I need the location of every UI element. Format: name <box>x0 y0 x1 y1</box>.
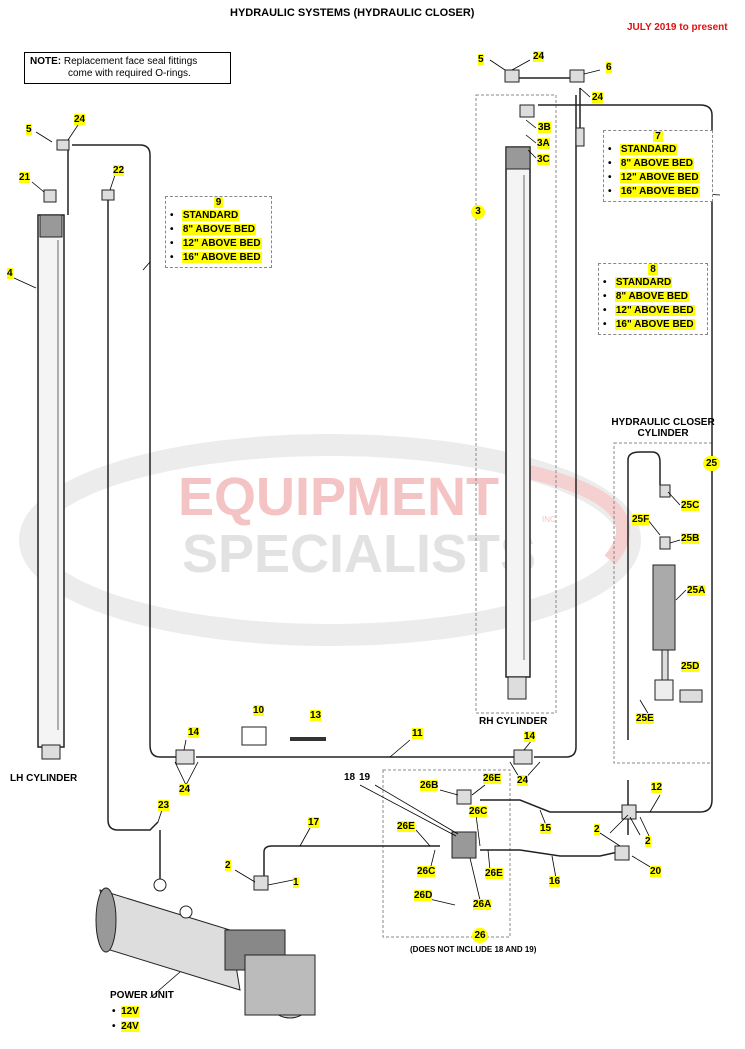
callout-3a: 3A <box>537 138 550 149</box>
callout-2-power: 2 <box>225 860 231 871</box>
option-box-7: 7 • STANDARD • 8" ABOVE BED • 12" ABOVE … <box>603 130 713 202</box>
callout-14-right: 14 <box>524 731 536 742</box>
callout-3: 3 <box>471 205 485 219</box>
option-7-16in: 16" ABOVE BED <box>619 186 700 197</box>
callout-11: 11 <box>412 728 423 739</box>
callout-5-lh: 5 <box>26 124 32 135</box>
callout-3b: 3B <box>538 122 551 133</box>
callout-10: 10 <box>253 705 265 716</box>
option-7-8in: 8" ABOVE BED <box>619 158 695 169</box>
callout-22: 22 <box>113 165 125 176</box>
callout-26b: 26B <box>420 780 439 791</box>
callout-16: 16 <box>549 876 561 887</box>
callout-24-rh-side: 24 <box>592 92 604 103</box>
closer-cylinder <box>652 564 703 703</box>
option-8-12in: 12" ABOVE BED <box>614 305 695 316</box>
option-8-8in: 8" ABOVE BED <box>614 291 690 302</box>
callout-2-right: 2 <box>645 836 651 847</box>
date-range: JULY 2019 to present <box>627 22 728 33</box>
fittings <box>43 69 671 891</box>
rh-cylinder <box>505 146 531 700</box>
callout-2-mid: 2 <box>594 824 600 835</box>
callout-25: 25 <box>703 456 720 471</box>
callout-26d: 26D <box>414 890 433 901</box>
callout-23: 23 <box>158 800 170 811</box>
part-13 <box>290 737 326 741</box>
lh-cylinder <box>37 214 65 760</box>
option-8-standard: STANDARD <box>614 277 673 288</box>
closer-title: HYDRAULIC CLOSER CYLINDER <box>607 417 719 439</box>
callout-26a: 26A <box>473 899 492 910</box>
callout-19: 19 <box>359 772 371 783</box>
callout-24-right: 24 <box>517 775 529 786</box>
option-box-9: 9 • STANDARD • 8" ABOVE BED • 12" ABOVE … <box>165 196 272 268</box>
callout-26: 26 <box>472 928 488 943</box>
callout-25d: 25D <box>681 661 700 672</box>
lh-cylinder-caption: LH CYLINDER <box>10 773 78 784</box>
callout-25c: 25C <box>681 500 700 511</box>
note-line1: Replacement face seal fittings <box>61 56 198 67</box>
page-title: HYDRAULIC SYSTEMS (HYDRAULIC CLOSER) <box>230 7 475 19</box>
callout-1: 1 <box>293 877 299 888</box>
closer-title-line2: CYLINDER <box>637 428 689 439</box>
callout-18: 18 <box>344 772 356 783</box>
watermark-line1: EQUIPMENT <box>178 467 499 527</box>
callout-14-left: 14 <box>188 727 200 738</box>
callout-12: 12 <box>651 782 663 793</box>
option-box-9-number: 9 <box>213 197 224 208</box>
callout-24-rh-top: 24 <box>533 51 545 62</box>
callout-25e: 25E <box>636 713 654 724</box>
callout-21: 21 <box>19 172 31 183</box>
note-box: NOTE: Replacement face seal fittings com… <box>24 52 231 84</box>
callout-4: 4 <box>7 268 13 279</box>
option-9-8in: 8" ABOVE BED <box>181 224 257 235</box>
callout-26e-top: 26E <box>483 773 501 784</box>
power-unit-caption: POWER UNIT <box>110 990 174 1001</box>
option-box-8-number: 8 <box>648 264 658 275</box>
power-unit <box>95 878 316 1019</box>
callout-25b: 25B <box>681 533 700 544</box>
option-8-16in: 16" ABOVE BED <box>614 319 695 330</box>
option-7-12in: 12" ABOVE BED <box>619 172 700 183</box>
watermark-mark: INC <box>542 515 556 524</box>
option-box-7-number: 7 <box>653 131 663 142</box>
callout-25f: 25F <box>632 514 650 525</box>
option-9-16in: 16" ABOVE BED <box>181 252 262 263</box>
callout-17: 17 <box>308 817 320 828</box>
callout-6: 6 <box>606 62 612 73</box>
callout-20: 20 <box>650 866 662 877</box>
note-line2: come with required O-rings. <box>68 68 191 79</box>
callout-24-left: 24 <box>179 784 191 795</box>
power-option-24v: • 24V <box>112 1021 139 1032</box>
callout-26e-left: 26E <box>397 821 415 832</box>
power-option-12v: • 12V <box>112 1006 139 1017</box>
option-7-standard: STANDARD <box>619 144 678 155</box>
callout-5-rh: 5 <box>478 54 484 65</box>
valve-note: (DOES NOT INCLUDE 18 AND 19) <box>410 945 537 954</box>
rh-cylinder-caption: RH CYLINDER <box>479 716 548 727</box>
closer-title-line1: HYDRAULIC CLOSER <box>611 417 715 428</box>
watermark-line2: SPECIALISTS <box>182 524 536 584</box>
part-10 <box>241 726 267 746</box>
callout-26c-top: 26C <box>469 806 488 817</box>
rh-group-box <box>475 94 557 714</box>
note-prefix: NOTE: <box>30 56 62 67</box>
callout-3c: 3C <box>537 154 550 165</box>
callout-26c-bottom: 26C <box>417 866 436 877</box>
callout-24-lh: 24 <box>74 114 86 125</box>
watermark: EQUIPMENT SPECIALISTS INC <box>19 434 641 646</box>
hoses <box>67 77 713 880</box>
option-9-standard: STANDARD <box>181 210 240 221</box>
callout-25a: 25A <box>687 585 706 596</box>
callout-26e-bottom: 26E <box>485 868 503 879</box>
valve-group-box <box>382 769 511 938</box>
option-box-8: 8 • STANDARD • 8" ABOVE BED • 12" ABOVE … <box>598 263 708 335</box>
callout-15: 15 <box>540 823 552 834</box>
callout-13: 13 <box>310 710 322 721</box>
option-9-12in: 12" ABOVE BED <box>181 238 262 249</box>
